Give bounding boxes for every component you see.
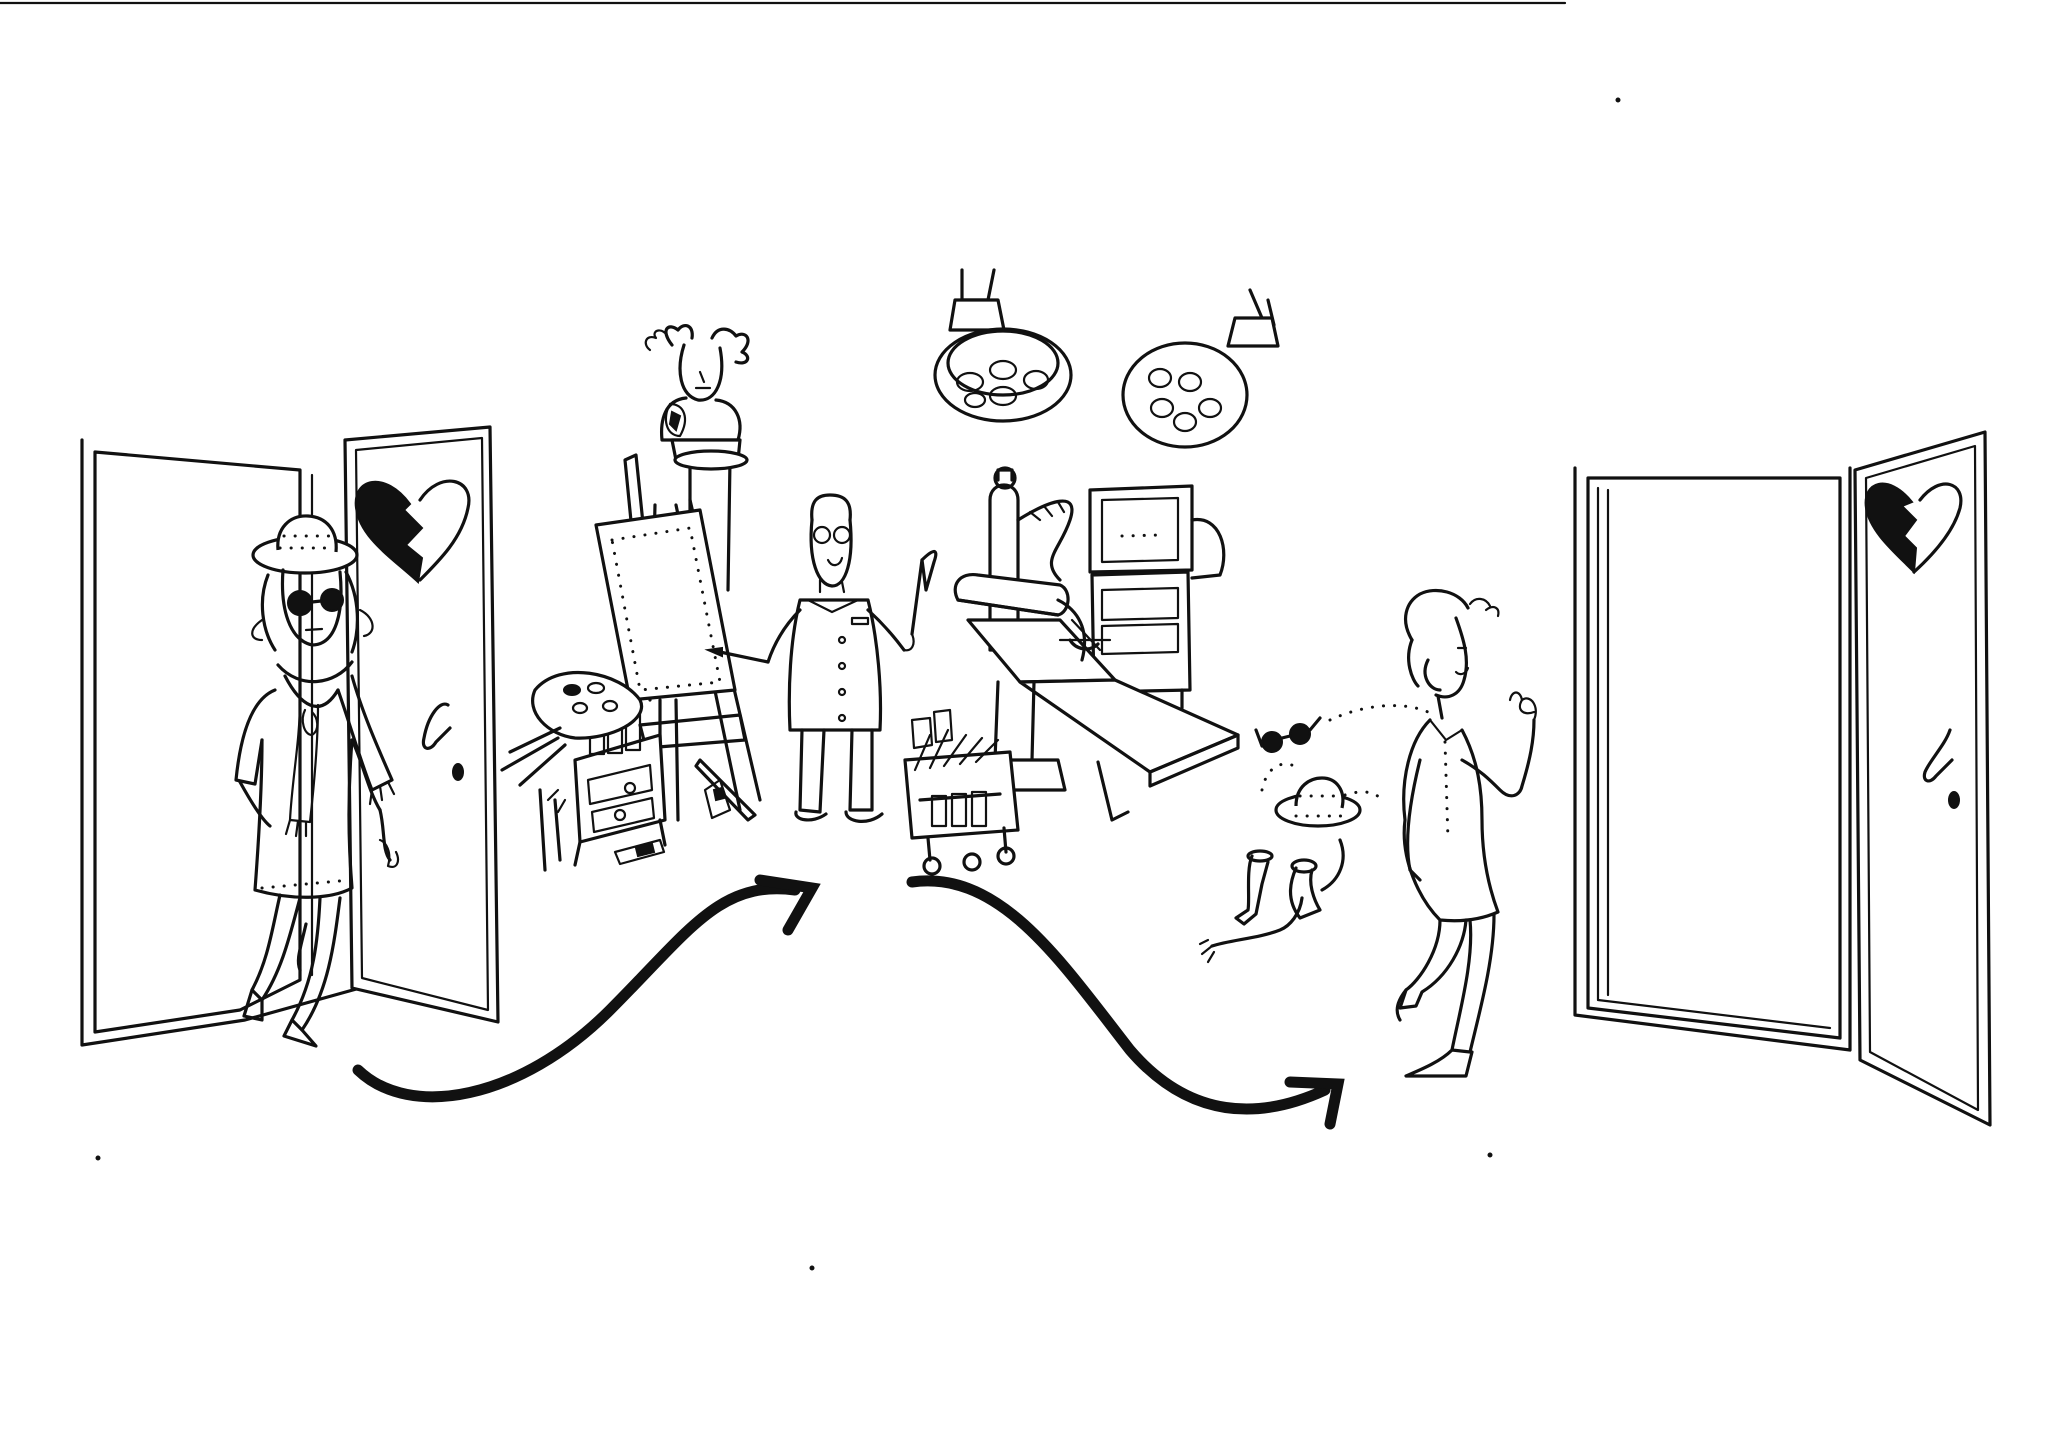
left-door <box>80 425 500 1047</box>
surgical-lamp-icon <box>1121 288 1280 449</box>
discarded-sun-hat-icon <box>1274 776 1362 828</box>
paint-cabinet-icon <box>500 670 667 872</box>
broken-heart-icon <box>1864 482 1963 575</box>
happy-woman-figure <box>1395 588 1537 1078</box>
sun-hat-icon <box>251 514 359 575</box>
easel-icon <box>594 453 762 822</box>
discarded-gloves-icon <box>1198 704 1430 964</box>
curved-arrow-icon <box>352 874 821 1103</box>
right-door <box>1573 430 1992 1127</box>
sunglasses-icon <box>287 588 344 616</box>
operating-chair-icon <box>953 573 1240 822</box>
surgeon-artist-figure <box>704 493 938 823</box>
broken-heart-icon <box>354 479 471 584</box>
door-handle-icon <box>421 702 464 781</box>
scalpel-icon <box>910 550 938 636</box>
instrument-cart-icon <box>903 708 1020 876</box>
surgical-lamp-icon <box>933 268 1073 423</box>
curved-arrow-icon <box>906 875 1345 1130</box>
door-handle-icon <box>1922 728 1960 809</box>
disguised-woman-figure <box>234 514 399 1048</box>
palette-icon <box>531 670 644 740</box>
bust-icon <box>644 324 750 592</box>
discarded-sunglasses-icon <box>1254 716 1322 753</box>
paintbrush-icon <box>694 758 757 822</box>
